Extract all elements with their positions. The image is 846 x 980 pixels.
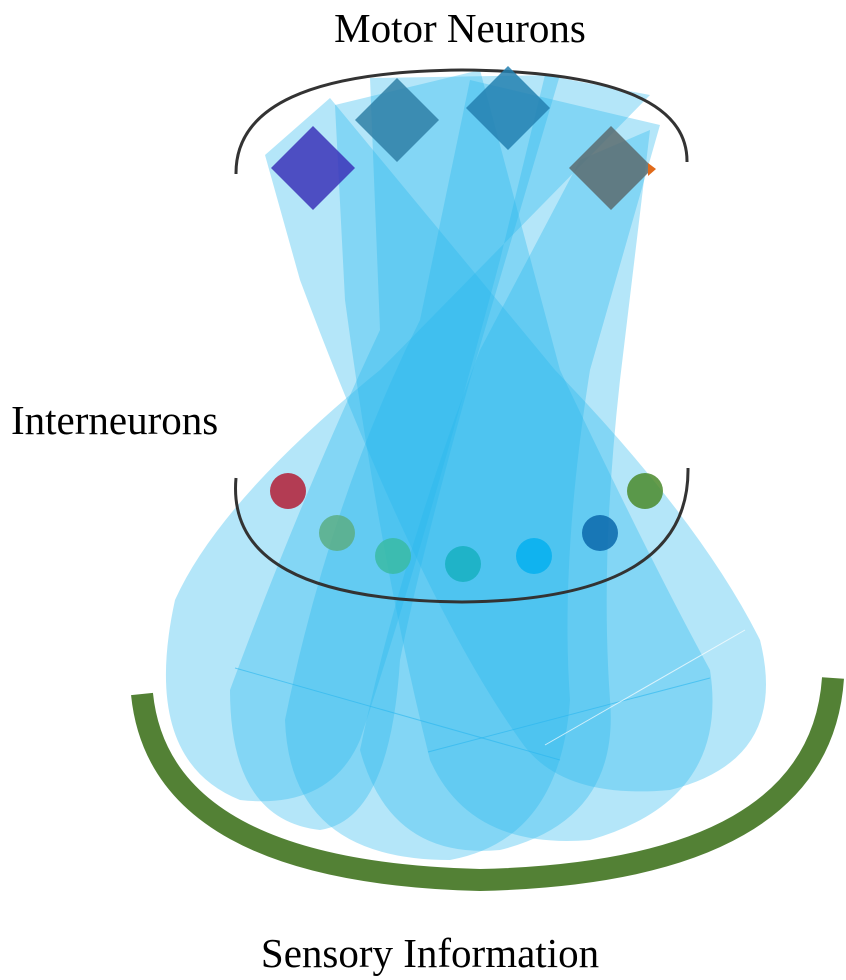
interneuron [516,538,552,574]
interneuron [582,515,618,551]
motor-accent [648,163,656,176]
interneuron [375,538,411,574]
sensory-information-label: Sensory Information [0,933,846,974]
motor-neurons-label: Motor Neurons [0,8,846,49]
interneuron [627,473,663,509]
interneuron [319,515,355,551]
interneuron [445,546,481,582]
interneuron [270,473,306,509]
interneurons-label: Interneurons [11,400,218,441]
flow-fans [166,70,766,860]
